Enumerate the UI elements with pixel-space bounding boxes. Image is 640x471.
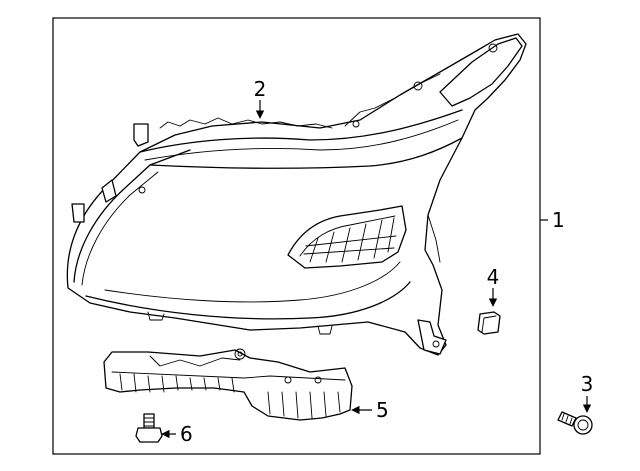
callout-1-group: 1	[540, 208, 565, 232]
headlamp-assembly	[66, 33, 527, 356]
assembly-frame	[52, 17, 541, 455]
lower-bracket-part	[103, 348, 353, 421]
callout-2-group: 2	[254, 77, 267, 119]
bolt-part-6	[135, 413, 163, 443]
callout-5-label: 5	[376, 398, 389, 422]
callout-6-label: 6	[180, 422, 193, 446]
callout-5-group: 5	[351, 398, 389, 422]
bolt-part-3	[557, 411, 593, 435]
clip-nut-part-4	[477, 311, 501, 335]
callout-4-label: 4	[487, 265, 500, 289]
callout-4-group: 4	[487, 265, 500, 307]
callout-1-label: 1	[552, 208, 565, 232]
callout-3-label: 3	[581, 372, 594, 396]
callout-3-group: 3	[581, 372, 594, 413]
callout-6-group: 6	[161, 422, 193, 446]
callout-2-label: 2	[254, 77, 267, 101]
